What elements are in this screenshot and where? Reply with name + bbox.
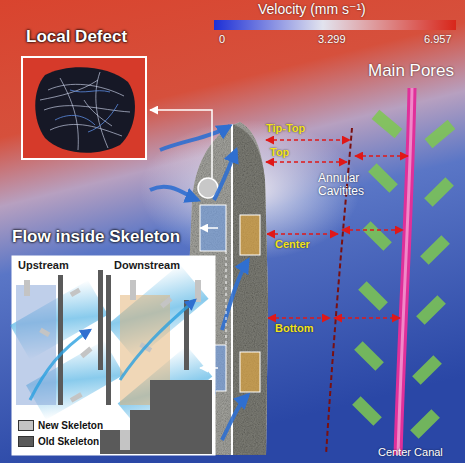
panel-title: Flow inside Skeleton — [12, 228, 180, 247]
figure-label: Top — [270, 146, 289, 158]
inset-panel: Local Defect — [20, 28, 150, 161]
figure-label: Bottom — [275, 322, 314, 334]
figure-label: 3.299 — [318, 33, 346, 45]
figure-label: Tip-Top — [266, 122, 305, 134]
figure-label: Center Canal — [378, 446, 443, 458]
figure-label: Center — [275, 238, 310, 250]
legend-item: New Skeleton — [18, 420, 103, 431]
figure-label: 0 — [219, 33, 225, 45]
figure-label: Main Pores — [368, 62, 454, 81]
legend-swatch — [18, 420, 34, 431]
figure-label: 6.957 — [424, 33, 452, 45]
panel-label: Upstream — [18, 259, 69, 271]
legend-text: Old Skeleton — [38, 436, 99, 447]
panel-title: Local Defect — [26, 28, 127, 47]
legend-item: Old Skeleton — [18, 436, 99, 447]
figure-label: Annular Cavitites — [318, 172, 380, 198]
panel-label: Downstream — [114, 259, 180, 271]
legend-text: New Skeleton — [38, 420, 103, 431]
figure-label: Velocity (mm s⁻¹) — [258, 2, 366, 17]
legend-swatch — [18, 436, 34, 447]
